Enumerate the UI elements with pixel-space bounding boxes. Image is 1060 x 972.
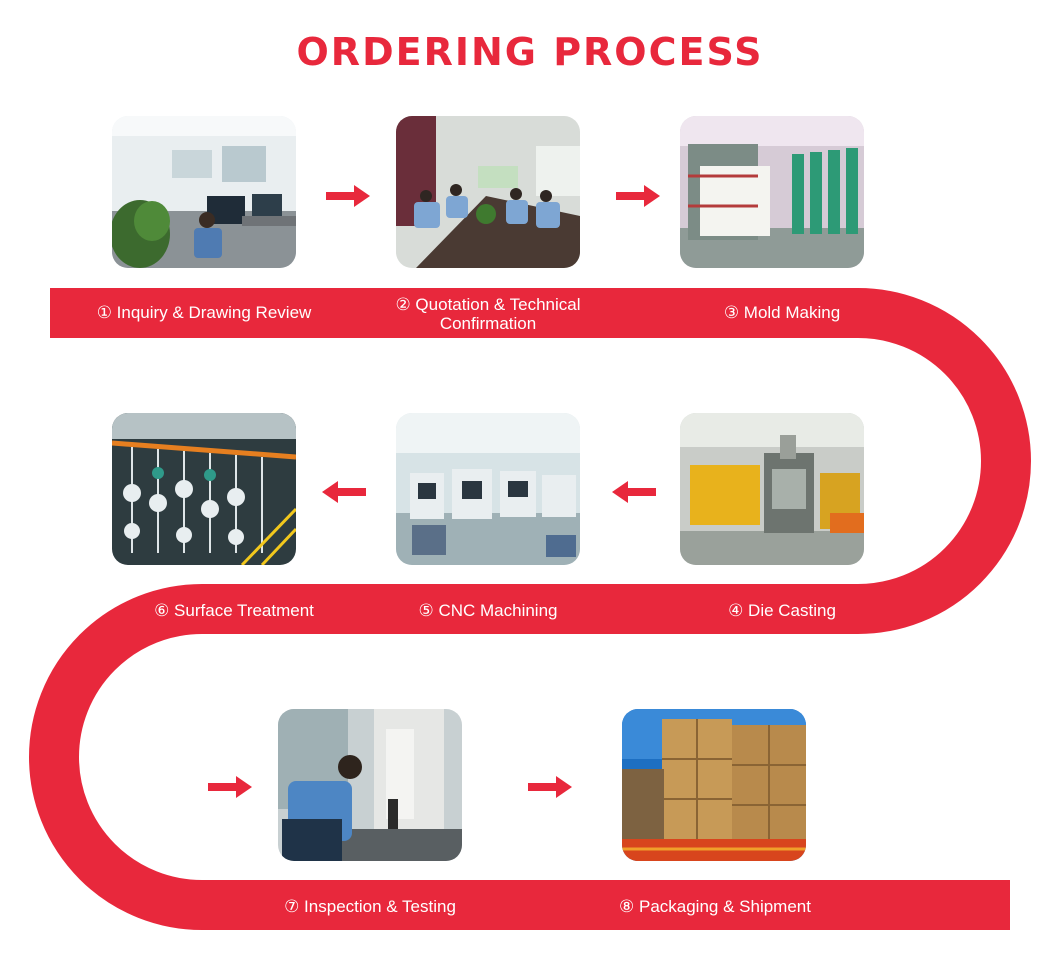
step-8-photo [622,709,806,861]
step-1-photo [112,116,296,268]
step-5-label: ⑤ CNC Machining [418,601,558,620]
step-1-label: ① Inquiry & Drawing Review [96,303,312,322]
step-4-photo [680,413,864,565]
step-5-photo [396,413,580,565]
step-8-label: ⑧ Packaging & Shipment [619,897,811,916]
arrow-right-icon [528,776,572,798]
step-6-label: ⑥ Surface Treatment [154,601,314,620]
arrow-right-icon [208,776,252,798]
arrow-right-icon [326,185,370,207]
step-6-photo [112,413,296,565]
step-7-label: ⑦ Inspection & Testing [284,897,456,916]
arrow-right-icon [616,185,660,207]
page-title: ORDERING PROCESS [296,30,764,74]
step-2-label: ② Quotation & Technical Confirmation [395,295,581,333]
step-7-photo [278,709,462,861]
step-2-photo [396,116,580,268]
step-4-label: ④ Die Casting [728,601,836,620]
step-3-label: ③ Mold Making [723,303,841,322]
arrow-left-icon [322,481,366,503]
step-3-photo [680,116,864,268]
arrow-left-icon [612,481,656,503]
